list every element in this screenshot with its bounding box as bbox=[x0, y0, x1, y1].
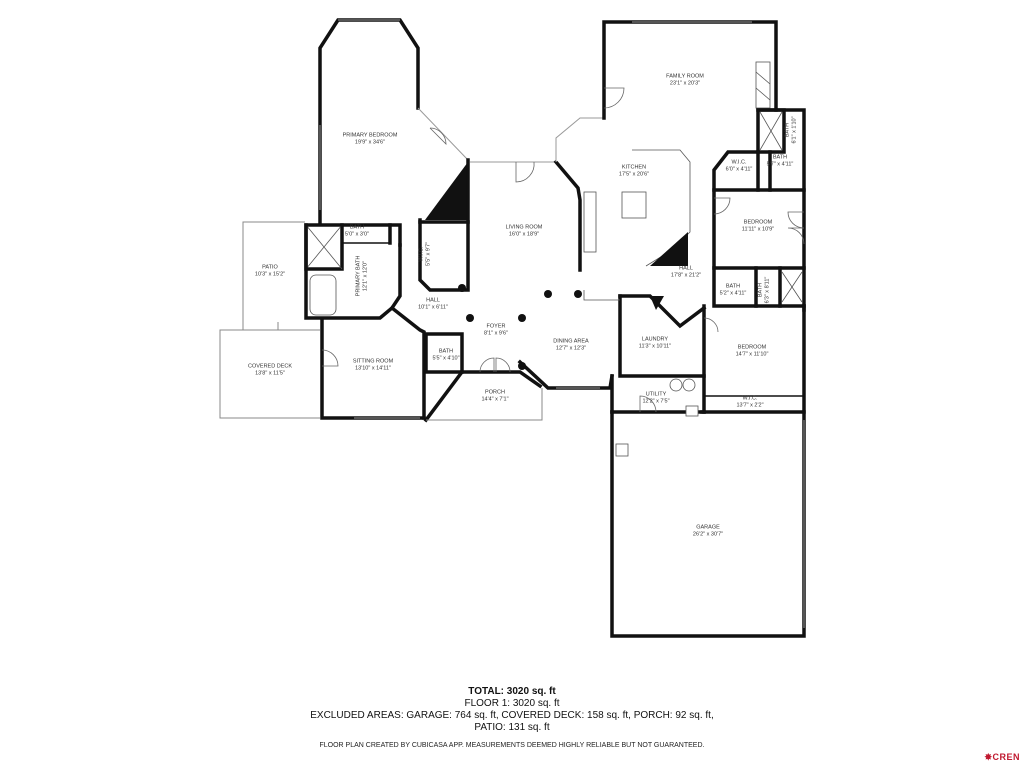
primary-bedroom-walls bbox=[318, 18, 469, 224]
cren-logo-icon: ✸ bbox=[984, 752, 993, 762]
room-label-sitting-room: SITTING ROOM 13'10" x 14'11" bbox=[352, 358, 394, 372]
room-label-bath-east-mid: BATH 5'7" x 4'11" bbox=[766, 154, 794, 168]
east-wing-walls bbox=[712, 108, 806, 312]
room-label-wic-primary: W.I.C. 5'5" x 9'7" bbox=[418, 241, 432, 267]
room-label-covered-deck: COVERED DECK 13'8" x 11'5" bbox=[247, 363, 293, 377]
room-label-bedroom-south: BEDROOM 14'7" x 11'10" bbox=[735, 344, 769, 358]
room-label-living-room: LIVING ROOM 16'0" x 18'9" bbox=[505, 224, 543, 238]
laundry-utility-walls bbox=[583, 290, 707, 417]
cren-logo: ✸CREN bbox=[984, 752, 1020, 762]
room-label-patio: PATIO 10'3" x 15'2" bbox=[254, 264, 286, 278]
room-label-hall-west: HALL 10'1" x 6'11" bbox=[418, 297, 448, 311]
foyer-porch-walls bbox=[423, 332, 543, 423]
room-label-primary-bath: PRIMARY BATH 12'1" x 12'0" bbox=[355, 255, 369, 297]
sitting-room-walls bbox=[320, 305, 426, 420]
room-label-primary-bedroom: PRIMARY BEDROOM 19'9" x 34'6" bbox=[342, 132, 398, 146]
family-room-walls bbox=[602, 20, 778, 120]
room-label-utility: UTILITY 12'2" x 7'5" bbox=[642, 391, 670, 405]
patio-area: PATIO: 131 sq. ft bbox=[474, 722, 550, 733]
room-label-dining-area: DINING AREA 12'7" x 12'3" bbox=[553, 338, 589, 352]
south-east-walls bbox=[700, 266, 806, 414]
room-label-garage: GARAGE 26'2" x 30'7" bbox=[692, 524, 724, 538]
garage-walls bbox=[610, 410, 806, 638]
floor1-area: FLOOR 1: 3020 sq. ft bbox=[464, 698, 560, 709]
room-label-bath-hall-2: BATH 6'3" x 8'11" bbox=[757, 276, 771, 304]
room-label-bath-hall-1: BATH 5'2" x 4'11" bbox=[719, 283, 747, 297]
room-label-foyer: FOYER 8'1" x 9'6" bbox=[483, 323, 509, 337]
dining-foyer-walls bbox=[458, 284, 615, 390]
room-label-wic-east: W.I.C. 6'0" x 4'11" bbox=[725, 159, 753, 173]
kitchen-fixtures bbox=[583, 149, 691, 267]
room-label-hall-east: HALL 17'8" x 21'2" bbox=[670, 265, 702, 279]
room-label-kitchen: KITCHEN 17'5" x 20'6" bbox=[618, 164, 650, 178]
room-label-bedroom-east: BEDROOM 11'11" x 10'9" bbox=[741, 219, 775, 233]
living-room-walls bbox=[470, 117, 604, 272]
primary-wic-walls bbox=[418, 158, 470, 292]
room-label-family-room: FAMILY ROOM 23'1" x 20'3" bbox=[666, 73, 704, 87]
primary-bath-walls bbox=[304, 223, 402, 320]
room-label-bath-primary-small: BATH 5'0" x 3'0" bbox=[344, 224, 370, 238]
room-label-bath-east-top: BATH 6'1" x 1'10" bbox=[784, 116, 798, 144]
room-label-bath-foyer: BATH 5'5" x 4'10" bbox=[432, 348, 460, 362]
excluded-areas: EXCLUDED AREAS: GARAGE: 764 sq. ft, COVE… bbox=[310, 710, 714, 721]
room-label-laundry: LAUNDRY 11'3" x 10'11" bbox=[638, 336, 672, 350]
patio-outline bbox=[219, 221, 320, 419]
total-area: TOTAL: 3020 sq. ft bbox=[468, 686, 556, 697]
room-label-wic-south: W.I.C. 13'7" x 2'2" bbox=[736, 395, 764, 409]
room-label-porch: PORCH 14'4" x 7'1" bbox=[481, 389, 509, 403]
disclaimer: FLOOR PLAN CREATED BY CUBICASA APP. MEAS… bbox=[319, 742, 705, 749]
